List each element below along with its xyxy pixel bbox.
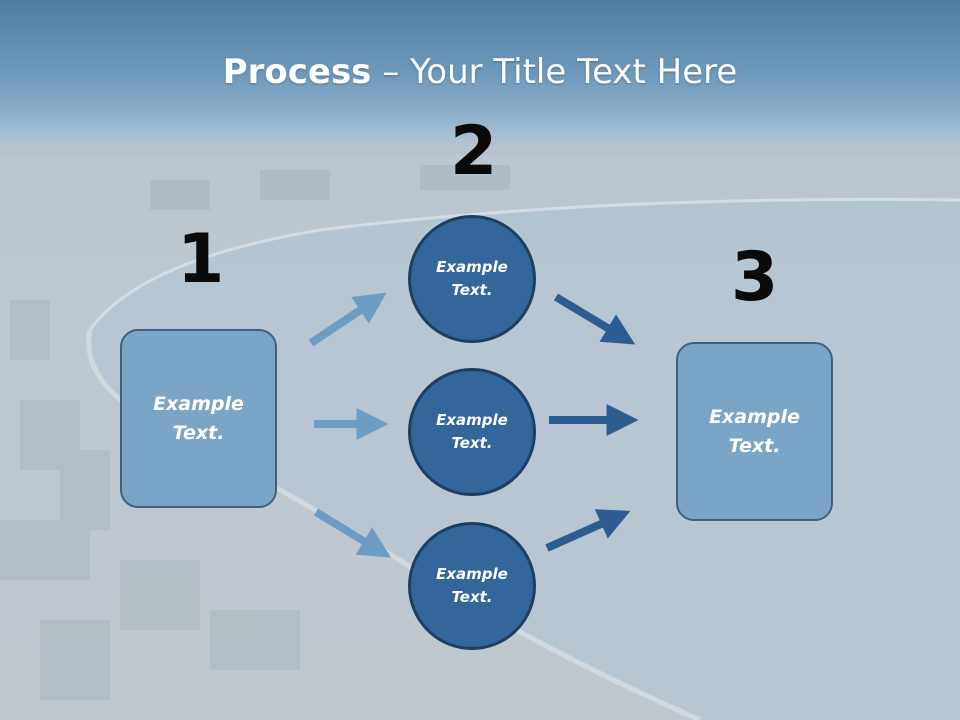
title-bold: Process xyxy=(222,52,372,92)
arrow-bottom-to-3 xyxy=(545,509,631,552)
page-title: Process – Your Title Text Here xyxy=(0,52,960,92)
step-2-circle-bottom: Example Text. xyxy=(408,522,536,650)
arrow-top-to-3 xyxy=(553,293,636,345)
arrow-1-to-top xyxy=(308,292,387,347)
step-1-box: Example Text. xyxy=(120,329,277,508)
step-2-circle-middle: Example Text. xyxy=(408,368,536,496)
step-number-1: 1 xyxy=(177,220,225,299)
step-number-2: 2 xyxy=(450,112,498,191)
step-2-circle-top: Example Text. xyxy=(408,215,536,343)
step-number-3: 3 xyxy=(731,238,779,317)
step-3-box: Example Text. xyxy=(676,342,833,521)
title-rest: – Your Title Text Here xyxy=(371,52,738,92)
arrow-1-to-bottom xyxy=(313,508,392,558)
